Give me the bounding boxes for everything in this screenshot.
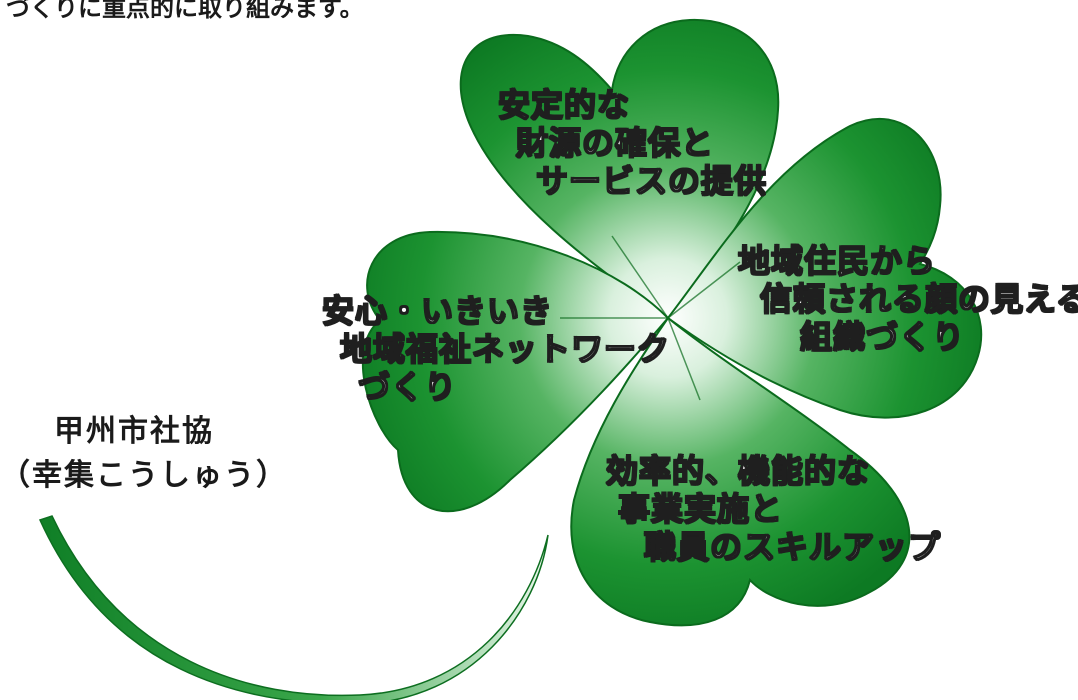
leaf-label-bottom: 効率的、機能的な 事業実施と 職員のスキルアップ [605, 451, 942, 567]
intro-text: づくりに重点的に取り組みます。 [6, 0, 364, 22]
leaf-line: 地域住民から [737, 241, 937, 281]
leaf-line: サービスの提供 [535, 161, 768, 201]
leaf-vein [560, 235, 741, 401]
leaf-line: 地域福祉ネットワーク [339, 329, 671, 369]
clover-leaf-left [362, 230, 670, 513]
leaf-label-left: 安心・いきいき 地域福祉ネットワーク づくり [321, 291, 671, 407]
clover-leaf-top [459, 18, 780, 320]
stem [38, 515, 549, 700]
clover-leaf-right [666, 118, 983, 419]
clover-leaf-bottom [570, 316, 911, 627]
organization-name: 甲州市社協 [54, 414, 214, 449]
leaf-line: 安心・いきいき [321, 291, 554, 331]
leaf-line: 事業実施と [617, 489, 784, 529]
leaf-line: づくり [357, 367, 458, 407]
leaf-line: 職員のスキルアップ [643, 527, 942, 567]
leaf-line: 効率的、機能的な [605, 451, 871, 491]
organization-nickname: （幸集こうしゅう） [0, 458, 288, 493]
leaf-line: 財源の確保と [515, 123, 715, 163]
leaf-line: 組織づくり [799, 317, 966, 357]
leaf-line: 安定的な [497, 85, 631, 125]
leaf-line: 信頼される顔の見える [759, 279, 1078, 319]
leaf-label-right: 地域住民から 信頼される顔の見える 組織づくり [737, 241, 1078, 357]
leaf-label-top: 安定的な 財源の確保と サービスの提供 [497, 85, 768, 201]
